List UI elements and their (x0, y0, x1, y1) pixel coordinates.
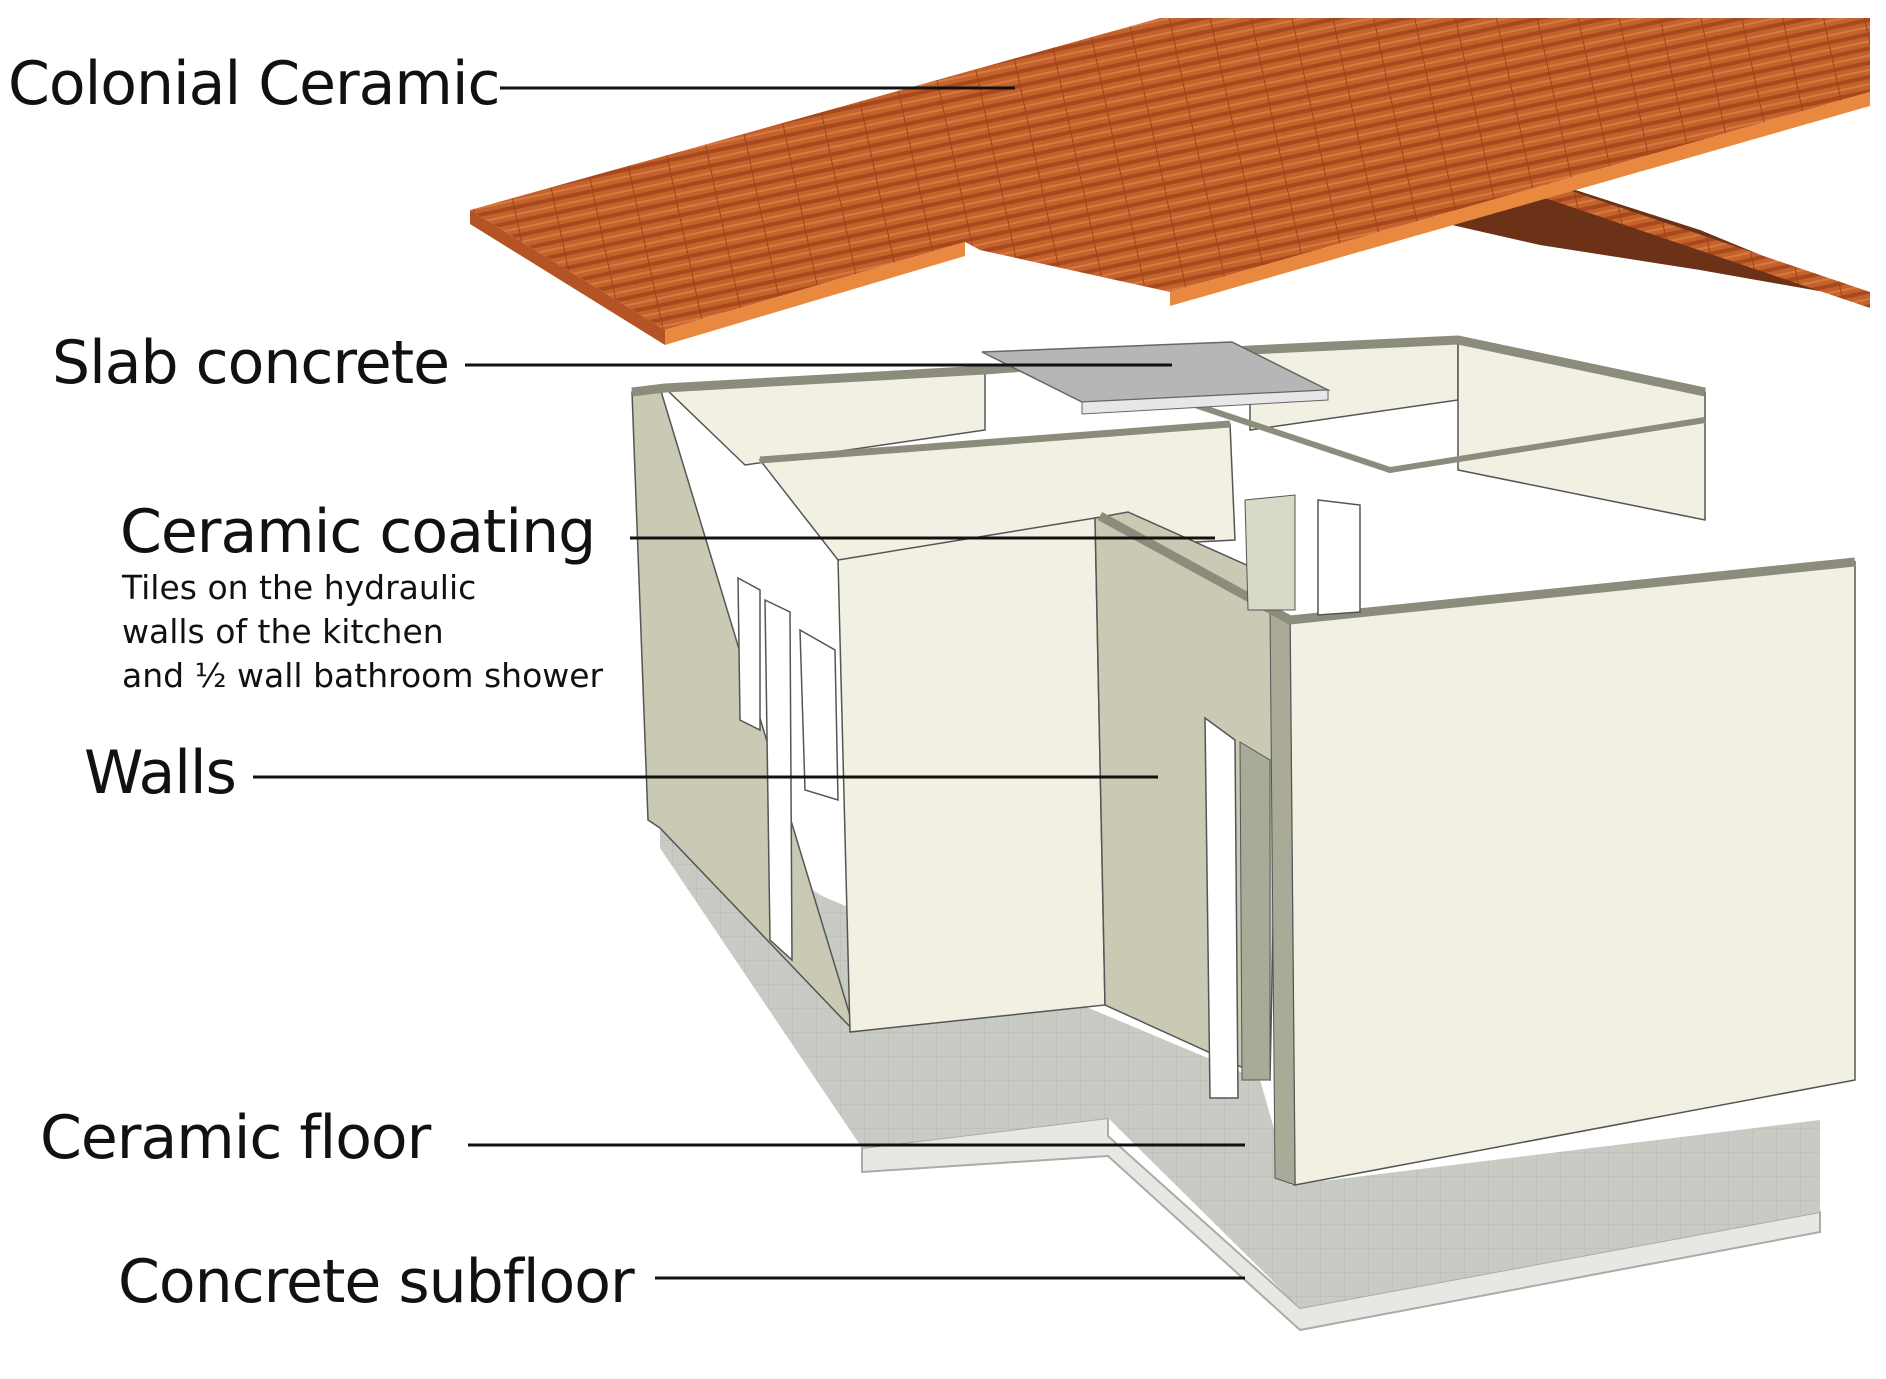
window-opening (737, 576, 761, 732)
front-right-wall (1289, 561, 1856, 1186)
door-opening (1317, 499, 1361, 616)
roof-edge-strip (665, 242, 965, 345)
label-ceramic-floor: Ceramic floor (40, 1103, 431, 1173)
door-opening (1239, 741, 1271, 1081)
wall-top-edge (759, 420, 1231, 464)
window-opening (799, 628, 839, 802)
roof-main (470, 18, 1870, 330)
roof-front-edge (470, 210, 665, 345)
roof-right-wing (1545, 182, 1870, 308)
label-slab-concrete: Slab concrete (52, 328, 450, 398)
door-opening (1244, 494, 1296, 611)
house-walls (631, 335, 1856, 1186)
leader-lines (253, 86, 1245, 1280)
label-concrete-subfloor: Concrete subfloor (118, 1247, 635, 1317)
note-line: and ½ wall bathroom shower (122, 656, 604, 695)
label-colonial-ceramic: Colonial Ceramic (8, 49, 501, 119)
note-line: walls of the kitchen (122, 612, 444, 651)
label-ceramic-coating-note: Tiles on the hydraulic walls of the kitc… (122, 566, 603, 698)
note-line: Tiles on the hydraulic (122, 568, 477, 607)
window-opening (764, 598, 793, 962)
partition-wall (837, 517, 1106, 1033)
slab-edge (1081, 389, 1329, 415)
label-walls: Walls (84, 738, 237, 808)
slab-concrete (981, 341, 1331, 415)
wall-top-edge (1179, 397, 1706, 474)
roof-colonial-ceramic (470, 18, 1870, 345)
wall-top-edge (1097, 512, 1856, 625)
concrete-subfloor-edge (861, 1116, 1821, 1332)
door-opening (1204, 716, 1239, 1099)
label-ceramic-coating: Ceramic coating (120, 497, 596, 567)
ceramic-floor (1108, 1080, 1820, 1308)
roof-edge-strip (1170, 92, 1870, 306)
roof-dark-underside (1430, 185, 1870, 300)
